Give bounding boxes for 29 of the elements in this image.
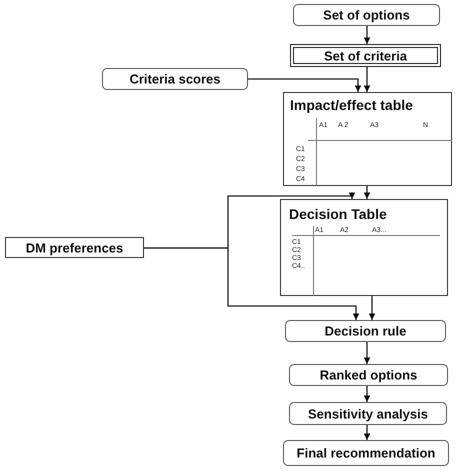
arrow xyxy=(364,425,370,440)
process-box xyxy=(289,402,447,425)
box-label: Final recommendation xyxy=(296,446,436,460)
process-box xyxy=(283,440,449,466)
arrow xyxy=(364,67,370,92)
process-box xyxy=(290,44,441,67)
arrow xyxy=(144,247,360,320)
input-box xyxy=(5,237,144,258)
arrow xyxy=(368,296,376,320)
arrow xyxy=(364,186,370,199)
box-label: Ranked options xyxy=(318,368,418,382)
box-label: Decision rule xyxy=(324,324,408,338)
arrow xyxy=(364,342,370,364)
arrow xyxy=(248,78,362,92)
box-label: Set of criteria xyxy=(322,48,408,63)
process-box xyxy=(293,4,440,26)
box-label: DM preferences xyxy=(24,240,124,255)
process-box xyxy=(102,68,248,90)
process-box xyxy=(289,364,448,386)
arrow xyxy=(364,26,370,44)
table-box xyxy=(283,92,452,186)
table-title: Impact/effect table xyxy=(290,97,413,113)
box-label: Sensitivity analysis xyxy=(307,406,429,421)
box-label: Criteria scores xyxy=(128,72,222,86)
table-title: Decision Table xyxy=(289,206,387,222)
box-label: Set of options xyxy=(322,8,411,22)
process-box xyxy=(285,320,446,342)
arrow xyxy=(364,386,370,402)
table-box xyxy=(280,199,448,296)
